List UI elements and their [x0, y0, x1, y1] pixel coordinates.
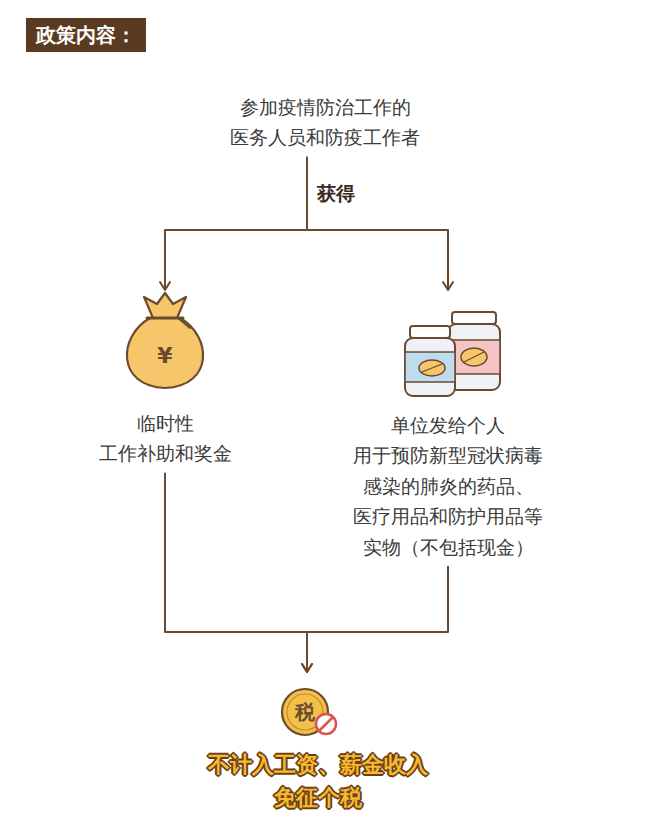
tax-symbol: 税 — [295, 702, 315, 722]
flow-arrow — [307, 157, 448, 290]
title-tag: 政策内容： — [26, 18, 146, 52]
money-bag-icon — [127, 293, 203, 388]
benefit-box: 临时性 工作补助和奖金 — [90, 290, 241, 473]
start-text-box: 参加疫情防治工作的 医务人员和防疫工作者 — [221, 92, 429, 157]
currency-symbol: ¥ — [157, 345, 172, 367]
node-text: 单位发给个人 用于预防新型冠状病毒 感染的肺炎的药品、 医疗用品和防护用品等 实… — [350, 410, 546, 562]
tax-coin-icon — [282, 689, 336, 735]
node-text: 参加疫情防治工作的 医务人员和防疫工作者 — [227, 92, 423, 153]
flow-arrow — [165, 473, 307, 672]
edge-label: 获得 — [315, 182, 357, 205]
node-text: 不计入工资、薪金收入 免征个税 — [205, 748, 431, 814]
benefit-box: 单位发给个人 用于预防新型冠状病毒 感染的肺炎的药品、 医疗用品和防护用品等 实… — [344, 290, 552, 566]
result-box: 不计入工资、薪金收入 免征个税 — [199, 672, 437, 818]
node-text: 临时性 工作补助和奖金 — [96, 408, 235, 469]
pill-bottles-icon — [405, 312, 500, 396]
flow-arrow — [165, 157, 307, 290]
flow-arrow — [307, 566, 448, 672]
